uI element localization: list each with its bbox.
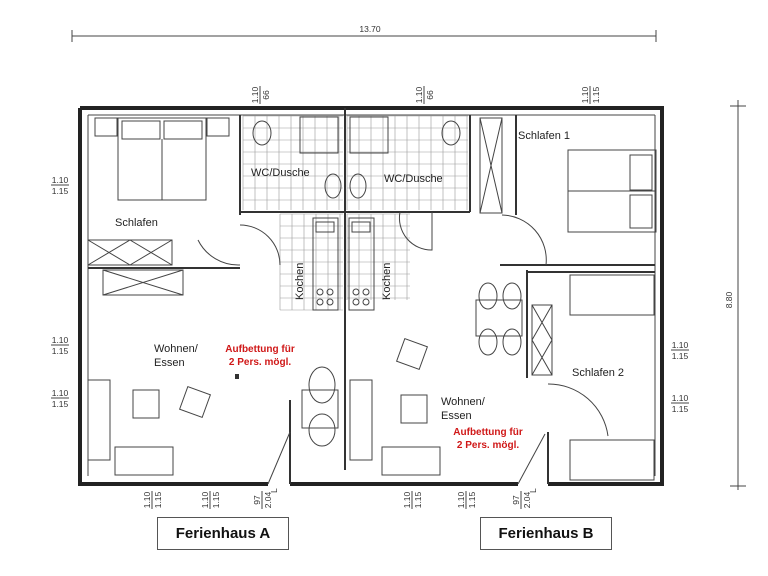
kitchen-counter-b (348, 217, 375, 311)
dimension-width: 1.10 (52, 388, 69, 398)
kitchen-counter-a (312, 217, 339, 311)
dimension-width: 1.10 (414, 86, 424, 103)
room-label-schlafen-1: Schlafen 1 (518, 130, 570, 142)
wardrobe-a (87, 239, 184, 296)
room-label-kitchen-b: Kochen (381, 263, 393, 300)
dimension-width: 1.10 (402, 491, 412, 508)
dimension-width: 1.10 (200, 491, 210, 508)
dimension-height: 1.15 (52, 186, 69, 196)
dimension-width: 97 (511, 495, 521, 505)
dimension-width: 1.10 (672, 340, 689, 350)
door-mark: L (528, 488, 538, 493)
room-label-schlafen-a: Schlafen (115, 217, 158, 229)
living-furniture-a (87, 366, 339, 476)
caption-ferienhaus-a: Ferienhaus A (157, 517, 289, 550)
double-bed-a (94, 117, 230, 201)
dimension-width: 1.10 (52, 335, 69, 345)
dimension-height: 1.15 (672, 404, 689, 414)
opening-dimension-right-1: 1.101.15 (671, 393, 689, 414)
dimension-height: 2.04 (522, 491, 532, 508)
opening-dimension-left-2: 1.101.15 (51, 388, 69, 409)
width-dimension: 13.70 (71, 24, 657, 42)
extra-bed-note-a-2: 2 Pers. mögl. (229, 357, 291, 368)
wardrobe-b (479, 117, 553, 376)
dimension-height: 1.15 (413, 491, 423, 508)
extra-bed-note-a-1: Aufbettung für (225, 344, 295, 355)
interior-walls (88, 108, 655, 484)
dimension-height: 1.15 (211, 491, 221, 508)
room-label-bath-a: WC/Dusche (251, 167, 310, 179)
dimension-height: 1.15 (591, 86, 601, 103)
outer-walls (78, 106, 664, 486)
dimension-height: 1.15 (467, 491, 477, 508)
single-beds-b (569, 274, 655, 481)
door-mark: L (269, 488, 279, 493)
bathroom-fixtures-b (349, 116, 461, 199)
room-label-bath-b: WC/Dusche (384, 173, 443, 185)
room-label-schlafen-2: Schlafen 2 (572, 367, 624, 379)
dimension-height: 66 (425, 90, 435, 100)
dimension-height: 2.04 (263, 491, 273, 508)
room-label-living-b-2: Essen (441, 410, 472, 422)
double-bed-b (567, 149, 657, 233)
dimension-width: 1.10 (142, 491, 152, 508)
extra-bed-note-b-2: 2 Pers. mögl. (457, 440, 519, 451)
room-label-living-b-1: Wohnen/ (441, 396, 486, 408)
dimension-width: 1.10 (672, 393, 689, 403)
dimension-height: 66 (261, 90, 271, 100)
dimension-height: 1.15 (153, 491, 163, 508)
room-label-kitchen-a: Kochen (294, 263, 306, 300)
dimension-width: 1.10 (456, 491, 466, 508)
dimension-height: 1.15 (52, 346, 69, 356)
dimension-width: 1.10 (52, 175, 69, 185)
doors (197, 211, 609, 485)
extra-bed-note-b-1: Aufbettung für (453, 427, 523, 438)
dimension-width: 97 (252, 495, 262, 505)
svg-text:8.80: 8.80 (724, 291, 734, 308)
opening-dimension-right-0: 1.101.15 (671, 340, 689, 361)
opening-dimension-left-0: 1.101.15 (51, 175, 69, 196)
dimension-height: 1.15 (52, 399, 69, 409)
caption-ferienhaus-b: Ferienhaus B (480, 517, 612, 550)
room-label-living-a-2: Essen (154, 357, 185, 369)
bathroom-fixtures-a (252, 116, 342, 199)
opening-dimension-left-1: 1.101.15 (51, 335, 69, 356)
dimension-height: 1.15 (672, 351, 689, 361)
dimension-width: 1.10 (580, 86, 590, 103)
depth-dimension: 8.80 (724, 100, 746, 490)
dimension-width: 1.10 (250, 86, 260, 103)
living-furniture-b (349, 282, 523, 476)
svg-text:13.70: 13.70 (359, 24, 381, 34)
room-label-living-a-1: Wohnen/ (154, 343, 199, 355)
